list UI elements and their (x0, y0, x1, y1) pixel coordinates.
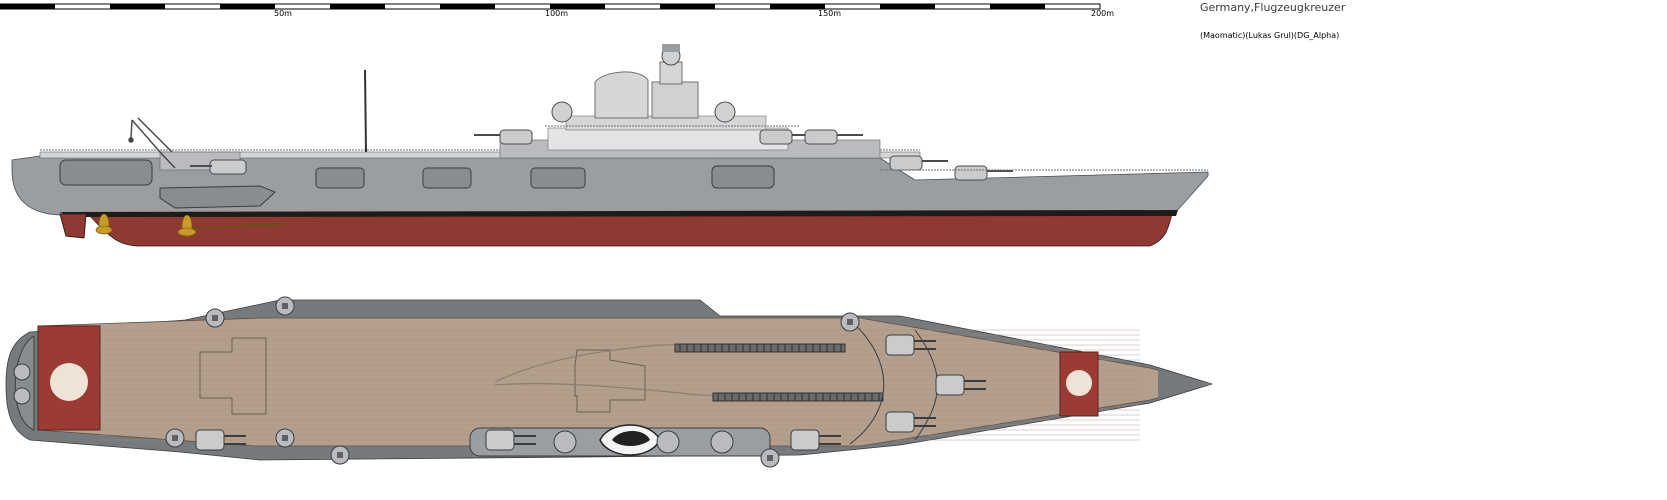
elevator (574, 349, 646, 413)
propeller-icon (177, 214, 197, 238)
propeller-icon (95, 213, 113, 235)
scale-bar (0, 3, 1101, 10)
roundel (1066, 370, 1092, 396)
aa-mount (275, 296, 295, 316)
aa-mount (760, 448, 780, 468)
mast (364, 69, 367, 153)
hull-red-lower (89, 213, 1173, 247)
scale-segment (550, 4, 605, 9)
hangar-opening (59, 159, 153, 186)
turret-icon (885, 334, 936, 356)
director (551, 101, 573, 123)
turret-icon (474, 129, 533, 145)
aa-mount (840, 312, 860, 332)
scale-segment (440, 4, 495, 9)
island-plan (469, 424, 771, 457)
scale-label-50m: 50m (274, 9, 292, 18)
crane-icon (128, 117, 176, 169)
flight-deck-edge (39, 151, 921, 159)
scale-segment (770, 4, 825, 9)
drawing-credits: (Maomatic)(Lukas Grul)(DG_Alpha) (1200, 31, 1340, 40)
funnel (594, 71, 649, 119)
scale-segment (110, 4, 165, 9)
side-profile (11, 44, 1209, 247)
bow-tip (1158, 370, 1212, 398)
hangar-opening (530, 167, 586, 189)
rudder (59, 213, 87, 239)
aa-mount (165, 428, 185, 448)
stern-quarterdeck (14, 335, 35, 431)
hangar-opening (422, 167, 472, 189)
roundel (50, 363, 88, 401)
catapult (712, 392, 884, 402)
scale-segment (660, 4, 715, 9)
scale-segment (330, 4, 385, 9)
elevator (199, 337, 267, 415)
scale-segment (0, 4, 55, 9)
plan-view (5, 296, 1214, 468)
catapult (674, 343, 846, 353)
turret-icon (485, 429, 536, 451)
aa-mount (205, 308, 225, 328)
hangar-opening (711, 165, 775, 189)
boot-topping (60, 210, 1178, 217)
aa-mount (275, 428, 295, 448)
stern-sponson (159, 185, 276, 209)
turret-icon (804, 129, 863, 145)
turret-icon (790, 429, 841, 451)
turret-icon (190, 159, 247, 175)
turret-icon (885, 411, 936, 433)
drawing-title: Germany,Flugzeugkreuzer (1200, 1, 1346, 14)
scale-segment (880, 4, 935, 9)
propeller-shaft (191, 223, 286, 229)
turret-icon (195, 429, 246, 451)
scale-label-150m: 150m (818, 9, 842, 18)
hangar-opening (315, 167, 365, 189)
scale-label-100m: 100m (545, 9, 569, 18)
scale-segment (220, 4, 275, 9)
island-superstructure (499, 44, 881, 159)
aa-mount (330, 445, 350, 465)
director (714, 101, 736, 123)
scale-label-200m: 200m (1091, 9, 1115, 18)
turret-icon (889, 155, 948, 171)
scale-segment (990, 4, 1045, 9)
turret-icon (935, 374, 986, 396)
